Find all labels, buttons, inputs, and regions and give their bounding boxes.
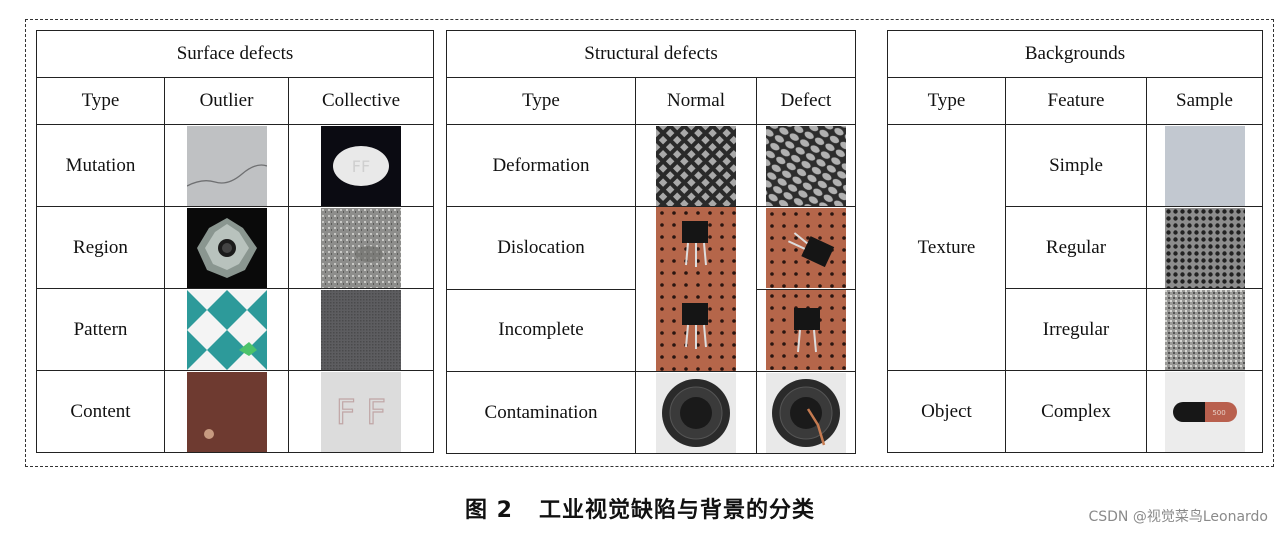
mesh-grid-deformed-image — [766, 125, 846, 206]
figure-caption-text: 工业视觉缺陷与背景的分类 — [538, 498, 815, 523]
feature-regular: Regular — [1005, 206, 1147, 289]
feature-irregular: Irregular — [1005, 288, 1147, 371]
header-sample: Sample — [1145, 77, 1264, 125]
row-label-object: Object — [887, 370, 1006, 453]
header-collective: Collective — [287, 77, 435, 125]
oval-pill-mark-image: FF — [321, 125, 401, 206]
row-label-pattern: Pattern — [36, 288, 165, 371]
backgrounds-table: Backgrounds Type Feature Sample Texture … — [886, 30, 1264, 453]
surface-defects-table: Surface defects Type Outlier Collective … — [35, 30, 435, 453]
feature-simple: Simple — [1005, 124, 1147, 207]
transistor-incomplete-image — [766, 290, 846, 371]
structural-defects-title: Structural defects — [446, 30, 856, 78]
transistor-board-image — [656, 207, 736, 371]
structural-defects-table: Structural defects Type Normal Defect De… — [446, 30, 856, 454]
feature-complex: Complex — [1005, 370, 1147, 453]
grey-fabric-image — [321, 289, 401, 370]
metal-nut-image — [186, 207, 267, 288]
header-type: Type — [446, 77, 636, 125]
header-type: Type — [36, 77, 165, 125]
scratched-letters-image: F F — [321, 371, 401, 452]
capsule-image: 500 — [1164, 371, 1245, 452]
figure-label: 图 2 — [465, 498, 513, 523]
round-lens-image — [656, 372, 736, 453]
row-label-mutation: Mutation — [36, 124, 165, 207]
concrete-crack-image — [186, 125, 267, 206]
header-outlier: Outlier — [164, 77, 289, 125]
surface-defects-title: Surface defects — [35, 30, 435, 78]
header-defect: Defect — [756, 77, 856, 125]
row-label-contamination: Contamination — [446, 371, 636, 454]
perforated-metal-image — [1164, 207, 1245, 288]
teal-tile-pattern-image — [186, 289, 267, 370]
capsule-text: 500 — [1212, 409, 1225, 417]
copper-spot-image — [186, 371, 267, 452]
scratched-letters-text: F F — [336, 393, 386, 433]
transistor-dislocated-image — [766, 207, 846, 288]
plain-grey-image — [1164, 125, 1245, 206]
row-label-dislocation: Dislocation — [446, 206, 636, 290]
csdn-watermark: CSDN @视觉菜鸟Leonardo — [1088, 509, 1268, 525]
header-normal: Normal — [635, 77, 757, 125]
row-label-region: Region — [36, 206, 165, 289]
header-feature: Feature — [1005, 77, 1147, 125]
mesh-grid-normal-image — [656, 125, 736, 206]
speckled-stone-image — [321, 207, 401, 288]
row-label-incomplete: Incomplete — [446, 288, 636, 372]
row-label-deformation: Deformation — [446, 124, 636, 207]
svg-text:FF: FF — [352, 157, 370, 176]
dashed-figure-frame — [25, 19, 1274, 467]
granite-texture-image — [1164, 289, 1245, 370]
figure-caption: 图 2 工业视觉缺陷与背景的分类 — [0, 492, 1280, 524]
backgrounds-title: Backgrounds — [886, 30, 1264, 78]
row-label-content: Content — [36, 370, 165, 453]
header-type: Type — [887, 77, 1006, 125]
lens-contaminated-image — [766, 372, 846, 453]
row-label-texture: Texture — [887, 124, 1006, 371]
